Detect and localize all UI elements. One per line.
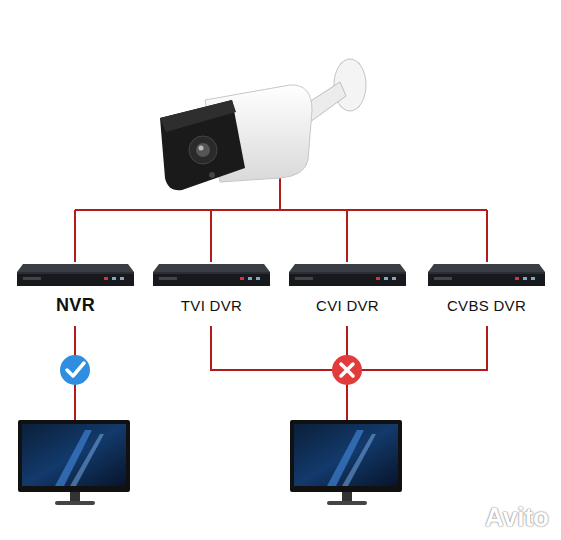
wire bbox=[75, 176, 487, 420]
device-label: CVI DVR bbox=[289, 297, 406, 314]
recorder-box: CVBS DVR bbox=[428, 262, 545, 314]
recorder-device bbox=[17, 262, 134, 288]
recorder-box: CVI DVR bbox=[289, 262, 406, 314]
recorder-box: TVI DVR bbox=[153, 262, 270, 314]
device-label: CVBS DVR bbox=[428, 297, 545, 314]
check-symbol bbox=[60, 355, 90, 385]
monitor bbox=[290, 420, 402, 505]
watermark: Avito bbox=[485, 502, 549, 533]
device-label: NVR bbox=[17, 295, 134, 316]
recorder-device bbox=[289, 262, 406, 288]
cross-symbol bbox=[332, 355, 362, 385]
camera bbox=[160, 59, 366, 190]
device-label: TVI DVR bbox=[153, 297, 270, 314]
monitor bbox=[18, 420, 130, 505]
recorder-box: NVR bbox=[17, 262, 134, 316]
recorder-device bbox=[428, 262, 545, 288]
recorder-device bbox=[153, 262, 270, 288]
